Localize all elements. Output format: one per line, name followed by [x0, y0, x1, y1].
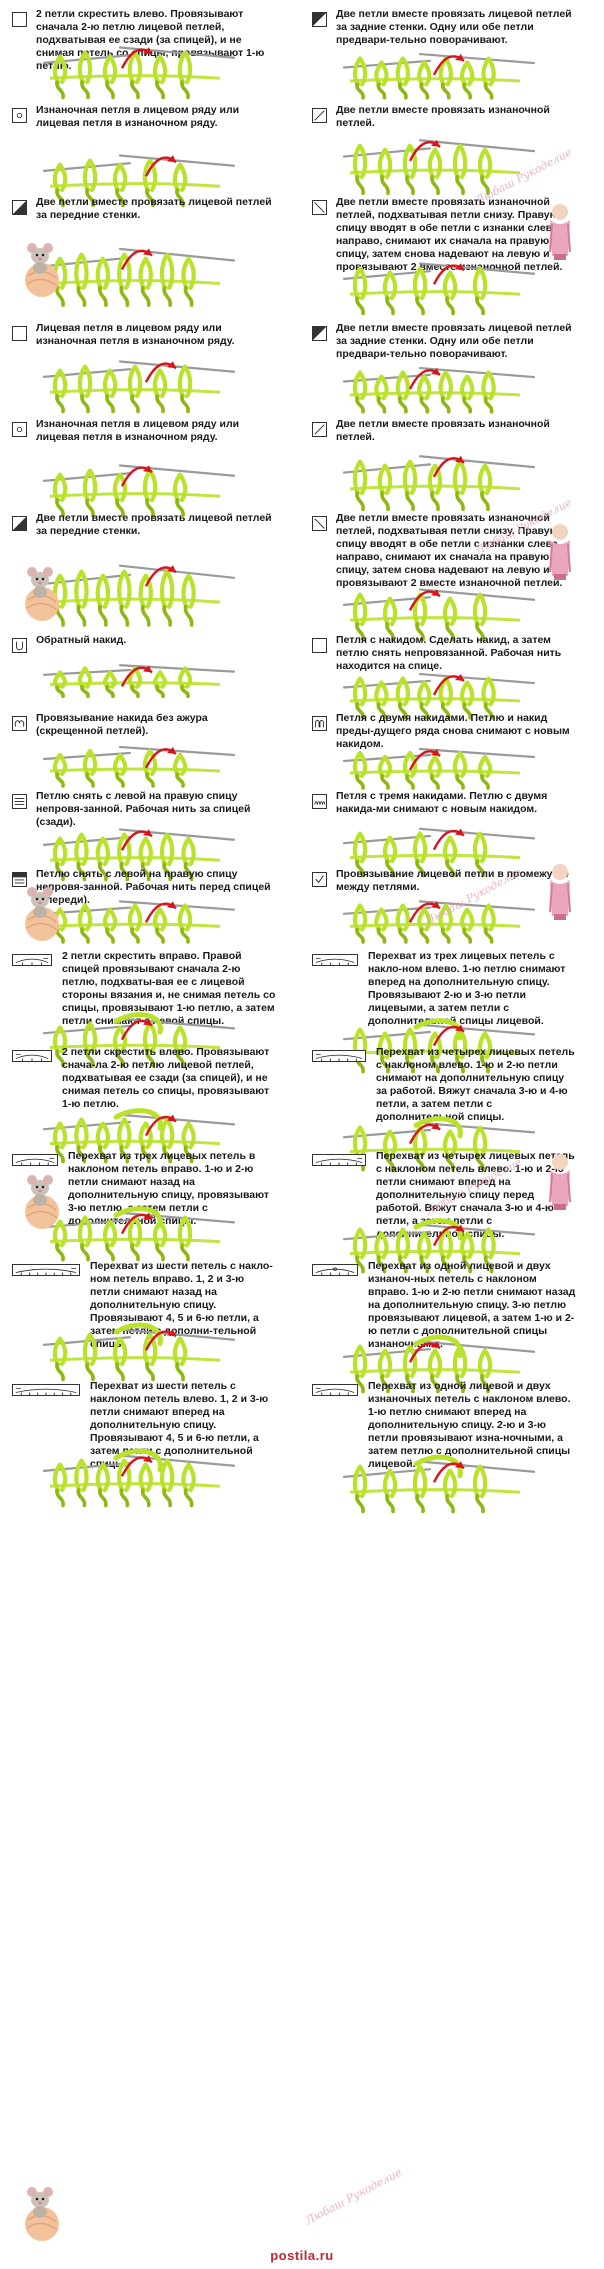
stitch-description: Петлю снять с левой на правую спицу непр…: [36, 868, 271, 906]
scarf-decoration-icon: [528, 200, 592, 264]
scarf-decoration-icon: [528, 1150, 592, 1214]
knitting-illustration: [340, 1214, 540, 1274]
mouse-yarn-decoration-icon: [10, 1168, 74, 1232]
scarf-decoration-icon: [528, 520, 592, 584]
chart-symbol-icon: [12, 716, 27, 731]
stitch-description: Лицевая петля в лицевом ряду или изнаноч…: [36, 322, 235, 347]
knitting-illustration: [340, 44, 540, 100]
chart-symbol-icon: [12, 1154, 58, 1166]
chart-symbol-icon: [12, 794, 27, 809]
knitting-illustration: [340, 892, 540, 944]
mouse-yarn-decoration-icon: [10, 880, 74, 944]
knitting-illustration: [40, 738, 240, 788]
mouse-yarn-decoration-icon: [10, 2180, 74, 2244]
knitting-illustration: [340, 252, 540, 316]
knitting-illustration: [40, 1318, 240, 1382]
knitting-illustration: [40, 1444, 240, 1508]
chart-symbol-icon: [12, 1264, 80, 1276]
stitch-description: 2 петли скрестить влево. Провязывают сна…: [62, 1046, 270, 1110]
mouse-yarn-decoration-icon: [10, 560, 74, 624]
stitch-description: Две петли вместе провязать лицевой петле…: [336, 322, 572, 360]
stitch-description: Изнаночная петля в лицевом ряду или лице…: [36, 418, 240, 443]
chart-symbol-icon: [312, 1264, 358, 1276]
knitting-illustration: [40, 36, 240, 100]
knitting-illustration: [340, 444, 540, 512]
stitch-description: Перехват из шести петель с наклоном пете…: [90, 1380, 269, 1470]
stitch-description: Перехват из шести петель с накло-ном пет…: [90, 1260, 273, 1350]
knitting-illustration: [40, 144, 240, 208]
stitch-description: Перехват из трех лицевых петель в наклон…: [68, 1150, 269, 1227]
knitting-illustration: [340, 1330, 540, 1394]
stitch-description: Петлю снять с левой на правую спицу непр…: [36, 790, 251, 828]
stitch-description: Перехват из трех лицевых петель с накло-…: [368, 950, 566, 1027]
chart-symbol-icon: [312, 716, 327, 731]
chart-symbol-icon: [12, 422, 27, 437]
stitch-description: Петля с накидом. Сделать накид, а затем …: [336, 634, 562, 672]
knitting-illustration: [40, 818, 240, 882]
stitch-description: Две петли вместе провязать лицевой петле…: [36, 512, 272, 537]
stitch-description: Перехват из одной лицевой и двух изнаноч…: [368, 1260, 576, 1350]
watermark-text: Любаш Рукоделие: [303, 2165, 404, 2228]
stitch-description: Две петли вместе провязать изнаночной пе…: [336, 196, 563, 273]
stitch-description: Две петли вместе провязать изнаночной пе…: [336, 418, 550, 443]
chart-symbol-icon: [12, 12, 27, 27]
scarf-decoration-icon: [528, 860, 592, 924]
knitting-illustration: [340, 1450, 540, 1514]
stitch-description: Обратный накид.: [36, 634, 127, 646]
chart-symbol-icon: [12, 108, 27, 123]
knitting-illustration: [40, 552, 240, 628]
knitting-illustration: [340, 1112, 540, 1172]
knitting-illustration: [340, 740, 540, 790]
chart-symbol-icon: [12, 200, 27, 215]
chart-symbol-icon: [312, 1384, 358, 1396]
chart-symbol-icon: [12, 1384, 80, 1396]
chart-symbol-icon: [312, 12, 327, 27]
knitting-illustration: [40, 658, 240, 699]
chart-symbol-icon: [12, 638, 27, 653]
knitting-illustration: [40, 350, 240, 414]
chart-symbol-icon: [312, 1154, 366, 1166]
knitting-illustration: [340, 664, 540, 720]
stitch-description: Две петли вместе провязать лицевой петле…: [336, 8, 572, 46]
stitch-description: Две петли вместе провязать лицевой петле…: [36, 196, 272, 221]
chart-symbol-icon: [312, 872, 327, 887]
mouse-yarn-decoration-icon: [10, 236, 74, 300]
chart-symbol-icon: [312, 200, 327, 215]
chart-symbol-icon: [312, 326, 327, 341]
stitch-description: Провязывание лицевой петли в промежутке …: [336, 868, 569, 893]
knitting-illustration: [40, 1202, 240, 1262]
chart-symbol-icon: [312, 1050, 366, 1062]
stitch-description: 2 петли скрестить вправо. Правой спицей …: [62, 950, 276, 1027]
chart-symbol-icon: [312, 108, 327, 123]
stitch-description: Две петли вместе провязать изнаночной пе…: [336, 512, 563, 589]
knitting-illustration: [340, 578, 540, 642]
chart-symbol-icon: [312, 516, 327, 531]
chart-symbol-icon: [12, 954, 52, 966]
chart-symbol-icon: [12, 326, 27, 341]
stitch-description: Петля с двумя накидами. Петлю и накид пр…: [336, 712, 570, 750]
site-logo-text: postila.ru: [270, 2248, 334, 2263]
stitch-description: Две петли вместе провязать изнаночной пе…: [336, 104, 550, 129]
chart-symbol-icon: [312, 954, 358, 966]
chart-symbol-icon: [12, 1050, 52, 1062]
knitting-illustration: [340, 358, 540, 414]
chart-symbol-icon: [312, 794, 327, 809]
knitting-illustration: [40, 1008, 240, 1068]
knitting-illustration: [340, 128, 540, 196]
chart-symbol-icon: [312, 638, 327, 653]
stitch-description: Петля с тремя накидами. Петлю с двумя на…: [336, 790, 548, 815]
knitting-illustration: [40, 454, 240, 518]
stitch-description: Изнаночная петля в лицевом ряду или лице…: [36, 104, 240, 129]
knitting-illustration: [340, 818, 540, 878]
stitch-description: Перехват из четырех лицевых петель с нак…: [376, 1046, 575, 1123]
chart-symbol-icon: [312, 422, 327, 437]
chart-symbol-icon: [12, 516, 27, 531]
stitch-description: Перехват из одной лицевой и двух изнаноч…: [368, 1380, 571, 1470]
stitch-description: Провязывание накида без ажура (скрещенно…: [36, 712, 208, 737]
chart-symbol-icon: [12, 872, 27, 887]
knitting-illustration: [40, 1104, 240, 1164]
